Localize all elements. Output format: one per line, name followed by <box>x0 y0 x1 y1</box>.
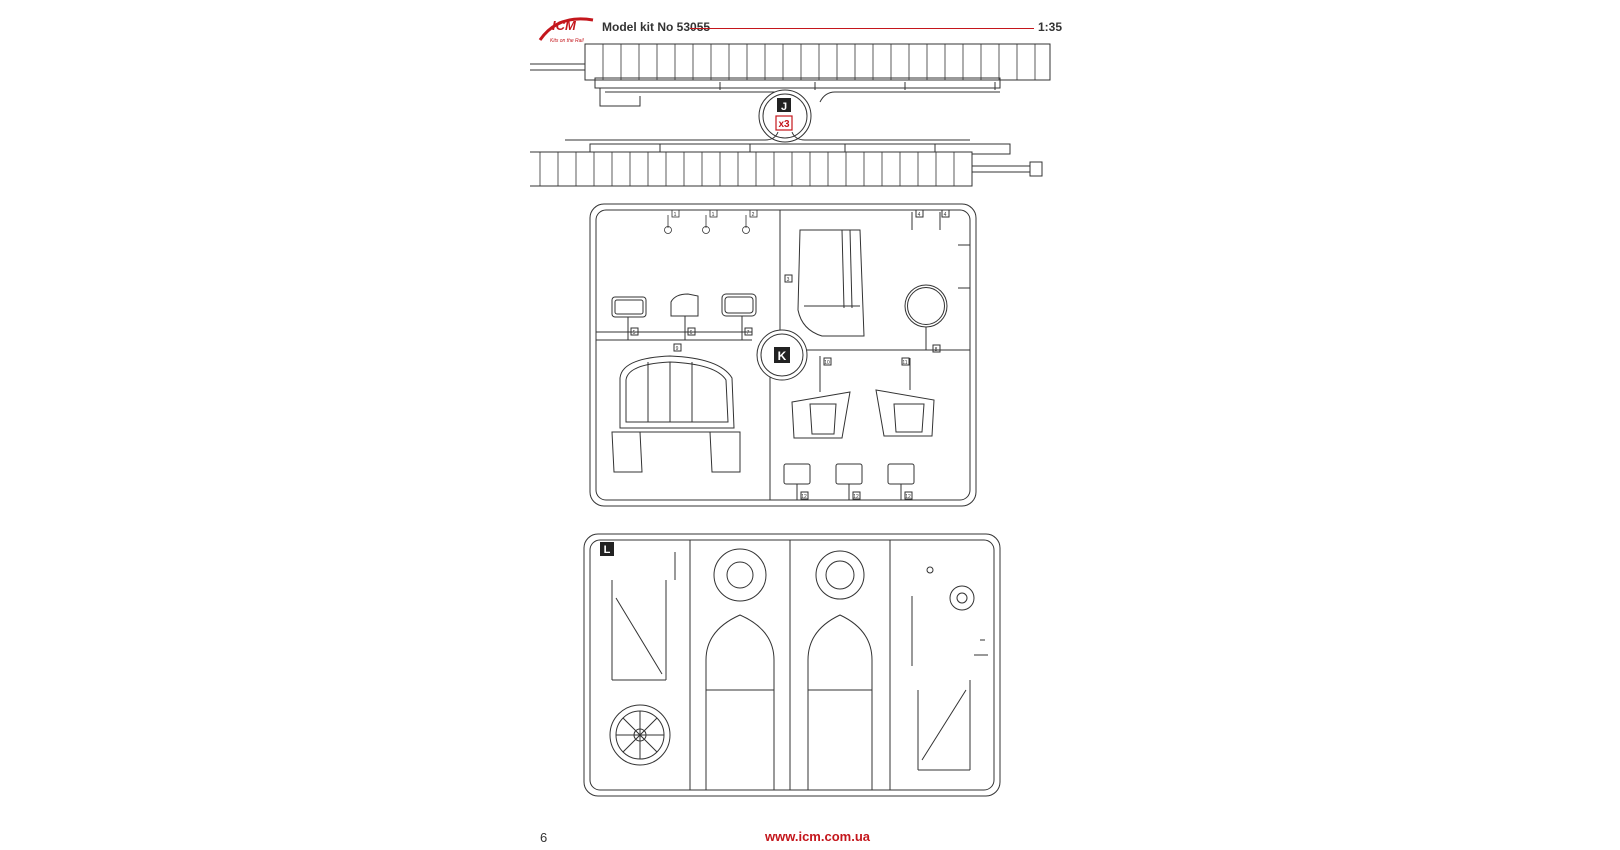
brand-name: ICM <box>552 18 577 33</box>
part-number: 1 <box>674 212 677 218</box>
part-number: 12 <box>853 494 859 500</box>
part-number: 7 <box>747 330 750 336</box>
part-number: 6 <box>690 330 693 336</box>
part-number: 9 <box>676 346 679 352</box>
sprue-j: J x3 <box>530 43 1051 187</box>
sprue-l-letter: L <box>604 544 611 556</box>
part-number: 2 <box>752 212 755 218</box>
sprue-diagram: J x3 <box>530 43 1051 797</box>
sprue-k: 1 1 2 5 6 7 3 8 4 4 K <box>589 203 977 507</box>
part-number: 4 <box>918 212 921 218</box>
part-number: 10 <box>824 360 830 366</box>
page-header: ICM Kits on the Rail Model kit No 53055 … <box>538 10 1068 44</box>
part-number: 11 <box>902 360 907 366</box>
part-number: 12 <box>905 494 911 500</box>
sprue-j-letter: J <box>781 101 787 113</box>
part-number: 1 <box>712 212 715 218</box>
sprue-k-letter: K <box>778 349 787 363</box>
part-number: 3 <box>787 277 790 283</box>
sprue-l: L <box>583 533 1001 797</box>
part-number: 4 <box>944 212 947 218</box>
icm-logo: ICM Kits on the Rail <box>538 17 594 44</box>
sprue-j-quantity: x3 <box>778 119 790 130</box>
kit-title: Model kit No 53055 <box>602 20 711 34</box>
brand-tagline: Kits on the Rail <box>550 38 585 44</box>
header-rule <box>690 28 1034 29</box>
page-number: 6 <box>540 830 548 845</box>
footer-url[interactable]: www.icm.com.ua <box>765 829 870 844</box>
part-number: 8 <box>935 347 938 353</box>
scale-label: 1:35 <box>1038 20 1063 34</box>
part-number: 5 <box>633 330 636 336</box>
part-number: 12 <box>801 494 807 500</box>
